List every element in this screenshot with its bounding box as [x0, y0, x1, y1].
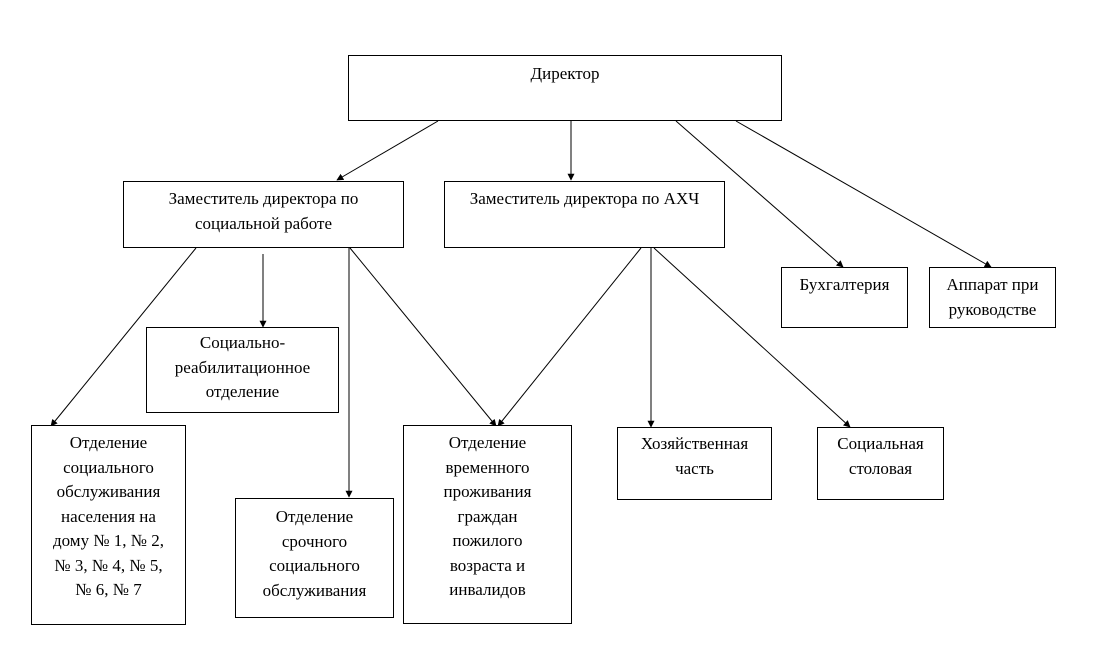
edge-director-deputy-social [336, 120, 439, 181]
temporary-residence-department-box: Отделение временного проживания граждан … [403, 425, 572, 624]
deputy-ahch-box: Заместитель директора по АХЧ [444, 181, 725, 248]
home-service-department-box: Отделение социального обслуживания насел… [31, 425, 186, 625]
rehab-department-box: Социально- реабилитационное отделение [146, 327, 339, 413]
edge-director-apparatus [735, 120, 992, 268]
accounting-box: Бухгалтерия [781, 267, 908, 328]
director-box: Директор [348, 55, 782, 121]
management-apparatus-box: Аппарат при руководстве [929, 267, 1056, 328]
household-part-box: Хозяйственная часть [617, 427, 772, 500]
edge-director-accounting [675, 120, 844, 268]
edge-social-home [50, 247, 197, 427]
edge-social-temporary [349, 247, 497, 427]
deputy-social-box: Заместитель директора по социальной рабо… [123, 181, 404, 248]
social-canteen-box: Социальная столовая [817, 427, 944, 500]
edge-ahch-temporary [497, 247, 642, 427]
edge-ahch-canteen [653, 247, 851, 428]
urgent-service-department-box: Отделение срочного социального обслужива… [235, 498, 394, 618]
